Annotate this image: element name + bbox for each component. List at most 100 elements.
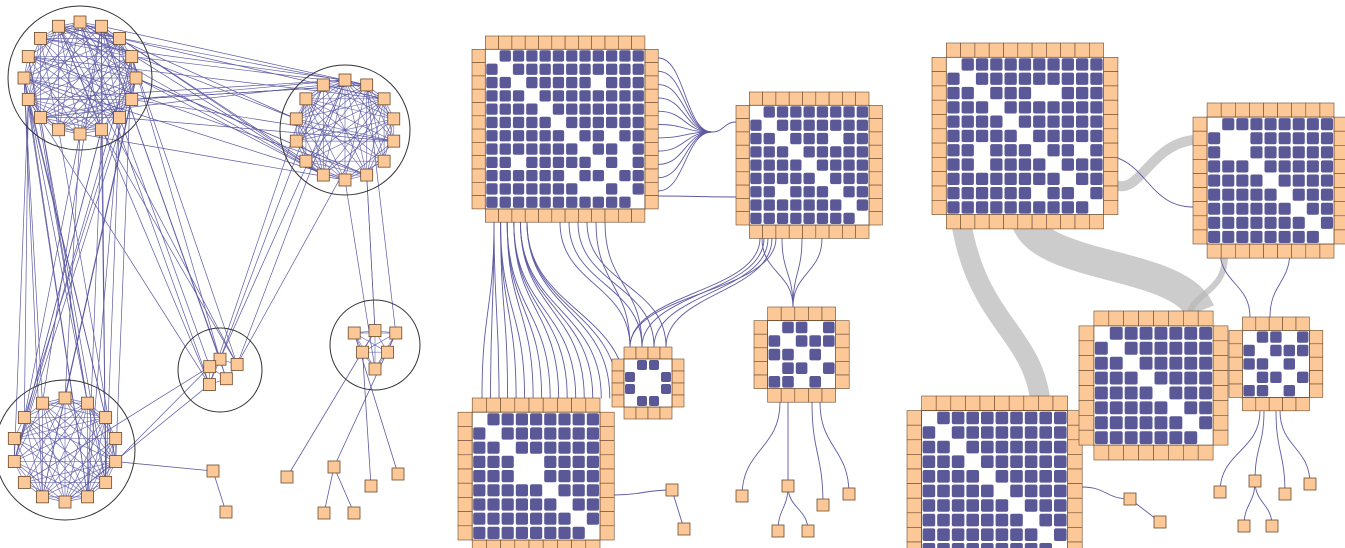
matrix-cell <box>803 119 815 131</box>
matrix-cell <box>995 499 1009 512</box>
matrix-cell <box>830 199 842 211</box>
matrix-cell <box>486 143 498 155</box>
matrix-header-node <box>931 171 947 187</box>
matrix-body <box>623 358 673 408</box>
matrix-cell <box>1278 118 1291 131</box>
graph-node <box>219 372 233 386</box>
matrix-header-node <box>1212 385 1229 401</box>
matrix-cell <box>966 484 979 498</box>
matrix-cell <box>499 116 511 129</box>
matrix-cell <box>776 159 789 171</box>
matrix-cell <box>1306 188 1319 201</box>
edge <box>344 79 385 162</box>
matrix-cell <box>1169 326 1183 340</box>
matrix-cell <box>1061 101 1074 114</box>
matrix-header-node <box>578 208 593 223</box>
edge <box>366 84 395 142</box>
edge <box>13 402 43 462</box>
matrix-cell <box>922 513 936 527</box>
matrix-header-node <box>644 115 659 130</box>
matrix-cell <box>790 212 802 224</box>
edge <box>115 461 214 472</box>
matrix-cell <box>1208 230 1221 243</box>
matrix-cell <box>856 119 868 131</box>
edge <box>119 56 133 118</box>
matrix-header-node <box>775 224 790 239</box>
matrix-cell <box>947 172 960 185</box>
matrix-cell <box>1010 426 1023 439</box>
matrix-cell <box>1061 115 1074 128</box>
matrix-header-node <box>644 62 659 77</box>
matrix-cell <box>1047 144 1060 157</box>
edge <box>296 140 346 181</box>
matrix-header-node <box>1192 173 1208 188</box>
curve-link <box>1254 410 1265 482</box>
matrix-cell <box>1283 358 1295 370</box>
matrix-cell <box>552 156 565 168</box>
matrix-cell <box>981 513 994 527</box>
matrix-cell <box>1139 431 1153 445</box>
matrix-header-node <box>1309 330 1324 345</box>
matrix-cell <box>975 129 989 143</box>
matrix-cell <box>1047 129 1060 143</box>
matrix-cell <box>1264 202 1277 215</box>
matrix-cell <box>526 143 538 155</box>
matrix-cell <box>1222 216 1235 229</box>
matrix-header-node <box>599 511 615 527</box>
matrix-cell <box>1139 356 1153 370</box>
matrix-header-node <box>1277 243 1292 259</box>
matrix-cell <box>625 384 635 394</box>
matrix-header-node <box>599 525 615 541</box>
curve-link-layer <box>481 57 850 532</box>
matrix-cell <box>558 427 571 440</box>
edge <box>14 461 88 498</box>
matrix-cell <box>552 143 565 155</box>
graph-node <box>230 358 244 371</box>
matrix-cell <box>990 115 1003 128</box>
matrix-cell <box>632 156 644 168</box>
matrix-header-node <box>965 395 981 411</box>
matrix-header-node <box>748 224 763 239</box>
matrix-header-node <box>1212 429 1229 446</box>
matrix-cell <box>1264 146 1277 159</box>
matrix-cell <box>782 321 794 334</box>
edge <box>333 466 355 514</box>
matrix-header-node <box>1060 42 1076 58</box>
matrix-cell <box>947 101 960 114</box>
matrix-cell <box>1033 72 1046 85</box>
edge <box>42 403 66 503</box>
matrix-header-node <box>868 211 883 226</box>
matrix-cell <box>1199 401 1213 415</box>
matrix-header-node <box>868 118 883 133</box>
curve-link <box>613 489 673 496</box>
matrix-cell <box>1039 455 1052 468</box>
matrix-cell <box>579 76 591 89</box>
matrix-header-node <box>1123 310 1139 327</box>
matrix-cell <box>1054 470 1067 483</box>
matrix-cell <box>1222 160 1235 173</box>
curve-link <box>665 237 773 348</box>
matrix-cell <box>937 470 950 483</box>
graph-node <box>125 50 139 63</box>
matrix-header-node <box>1067 527 1083 543</box>
matrix-cell <box>981 528 994 541</box>
curve-link <box>781 237 794 308</box>
matrix-cell <box>1320 132 1333 145</box>
curve-link <box>604 221 643 348</box>
matrix-cell <box>1292 160 1305 173</box>
matrix-cell <box>1250 216 1263 229</box>
matrix-cell <box>552 130 565 142</box>
matrix-cell <box>473 512 486 525</box>
matrix-cell <box>499 183 511 195</box>
edge <box>28 56 137 79</box>
matrix-cell <box>830 119 842 131</box>
matrix-cell <box>606 196 618 208</box>
matrix-header-node <box>457 497 473 512</box>
matrix-cell <box>1306 146 1319 159</box>
matrix-cell <box>1094 431 1108 445</box>
matrix-header-node <box>868 105 883 119</box>
edge <box>79 26 102 135</box>
matrix-cell <box>776 119 789 131</box>
matrix-cell <box>816 186 829 198</box>
matrix-cell <box>1010 411 1023 425</box>
